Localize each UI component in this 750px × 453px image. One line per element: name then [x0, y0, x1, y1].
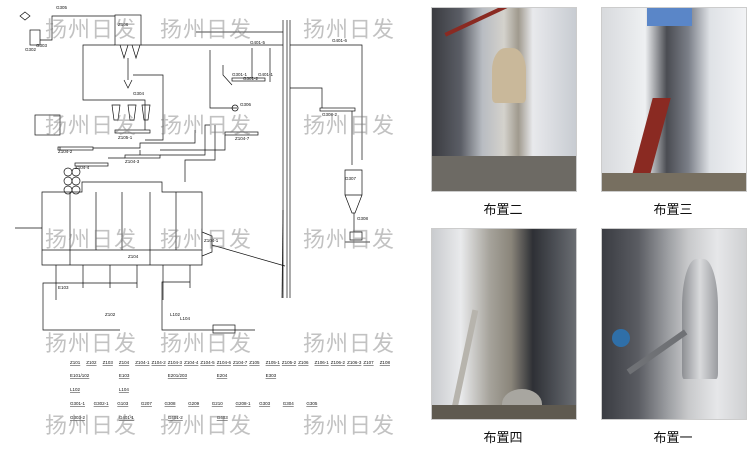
- legend-item: G304: [283, 401, 295, 406]
- equipment-label: Z104-2: [58, 149, 73, 154]
- legend-item: Z104-3: [168, 360, 183, 365]
- photo-layout-2: [431, 7, 577, 192]
- legend-item: Z101: [70, 360, 81, 365]
- screw-conveyor-g308-2: [319, 107, 356, 112]
- equipment-label: G304: [133, 91, 145, 96]
- legend-item: G301-1: [70, 401, 86, 406]
- legend-item: Z105-2: [282, 360, 297, 365]
- equipment-label: G306: [240, 102, 252, 107]
- equipment-label: G401-1: [258, 72, 274, 77]
- equipment-label: Z102: [105, 312, 116, 317]
- screw-conveyor-z105-1: [114, 129, 151, 134]
- equipment-label: G301-1: [232, 72, 248, 77]
- photo-layout-1: [601, 228, 747, 420]
- equipment-label: G302: [25, 47, 37, 52]
- equipment-label: G303: [36, 43, 48, 48]
- legend-item: E303: [266, 373, 277, 378]
- equipment-label: G401-6: [332, 38, 348, 43]
- equipment-label: Z104: [128, 254, 139, 259]
- legend-item: G401-1: [119, 415, 135, 420]
- legend-item: L102: [70, 387, 81, 392]
- equipment-label: Z105-1: [118, 135, 133, 140]
- legend-item: E101/102: [70, 373, 90, 378]
- photo-caption: 布置四: [483, 430, 523, 445]
- photo-layout-4: [431, 228, 577, 420]
- screw-conveyor-z104-4: [74, 162, 109, 167]
- legend-item: G303-2: [70, 415, 86, 420]
- equipment-label: G401-5: [250, 40, 266, 45]
- photo-caption: 布置三: [653, 202, 693, 217]
- legend-item: Z104: [119, 360, 130, 365]
- legend-item: G207: [141, 401, 153, 406]
- equipment-label: L104: [180, 316, 191, 321]
- legend-item: Z103: [103, 360, 114, 365]
- screw-conveyor-z104-2: [57, 146, 94, 151]
- legend-item: Z104-2: [152, 360, 167, 365]
- equipment-label: Z104-7: [235, 136, 250, 141]
- burner-symbol: [19, 11, 31, 21]
- legend-item: G303: [259, 401, 271, 406]
- fan-g303: [212, 324, 236, 334]
- legend-item: Z102: [86, 360, 97, 365]
- equipment-label: E103: [58, 285, 69, 290]
- equipment-label: G308: [357, 216, 369, 221]
- legend-item: Z104-7: [233, 360, 248, 365]
- legend-item: G401-2: [168, 415, 184, 420]
- legend-item: Z108: [380, 360, 391, 365]
- legend-item: Z104-4: [184, 360, 199, 365]
- equipment-label: G305: [56, 5, 68, 10]
- screw-conveyor-z104-3: [124, 154, 161, 159]
- legend-item: Z104-6: [217, 360, 232, 365]
- legend-item: E103: [119, 373, 130, 378]
- equipment-label: Z104-1: [204, 238, 219, 243]
- equipment-label: G308-2: [322, 112, 338, 117]
- equipment-label: Z106: [118, 22, 129, 27]
- screw-conveyor-z104-7: [224, 131, 259, 136]
- legend-item: G103: [117, 401, 129, 406]
- legend-item: Z107: [363, 360, 374, 365]
- legend-item: G403: [217, 415, 229, 420]
- legend-item: G302-1: [94, 401, 110, 406]
- legend-item: Z104-5: [200, 360, 215, 365]
- legend-item: Z106-1: [315, 360, 330, 365]
- photo-caption: 布置一: [653, 430, 693, 445]
- legend-item: Z106-2: [331, 360, 346, 365]
- legend-item: Z106: [298, 360, 309, 365]
- equipment-label: Z104-4: [75, 165, 90, 170]
- legend-item: Z105: [249, 360, 260, 365]
- legend-item: G209: [188, 401, 200, 406]
- feeder-g301-1: [231, 77, 266, 82]
- legend-item: Z105-1: [266, 360, 281, 365]
- legend-item: Z104-1: [135, 360, 150, 365]
- equipment-label: L102: [170, 312, 181, 317]
- legend-item: G210: [212, 401, 224, 406]
- legend-item: G308: [165, 401, 177, 406]
- control-box: [34, 114, 61, 136]
- equipment-label: G301-2: [243, 76, 259, 81]
- legend-item: L104: [119, 387, 130, 392]
- legend-item: E201/203: [168, 373, 188, 378]
- bag-filter-z106: [114, 14, 142, 46]
- photo-caption: 布置二: [483, 202, 523, 217]
- heater-box: [29, 29, 41, 46]
- photo-layout-3: [601, 7, 747, 192]
- legend-item: Z106-3: [347, 360, 362, 365]
- equipment-label: G307: [345, 176, 357, 181]
- legend-item: G305: [306, 401, 318, 406]
- equipment-label: Z104-3: [125, 159, 140, 164]
- legend-item: E204: [217, 373, 228, 378]
- legend-item: G208-1: [235, 401, 251, 406]
